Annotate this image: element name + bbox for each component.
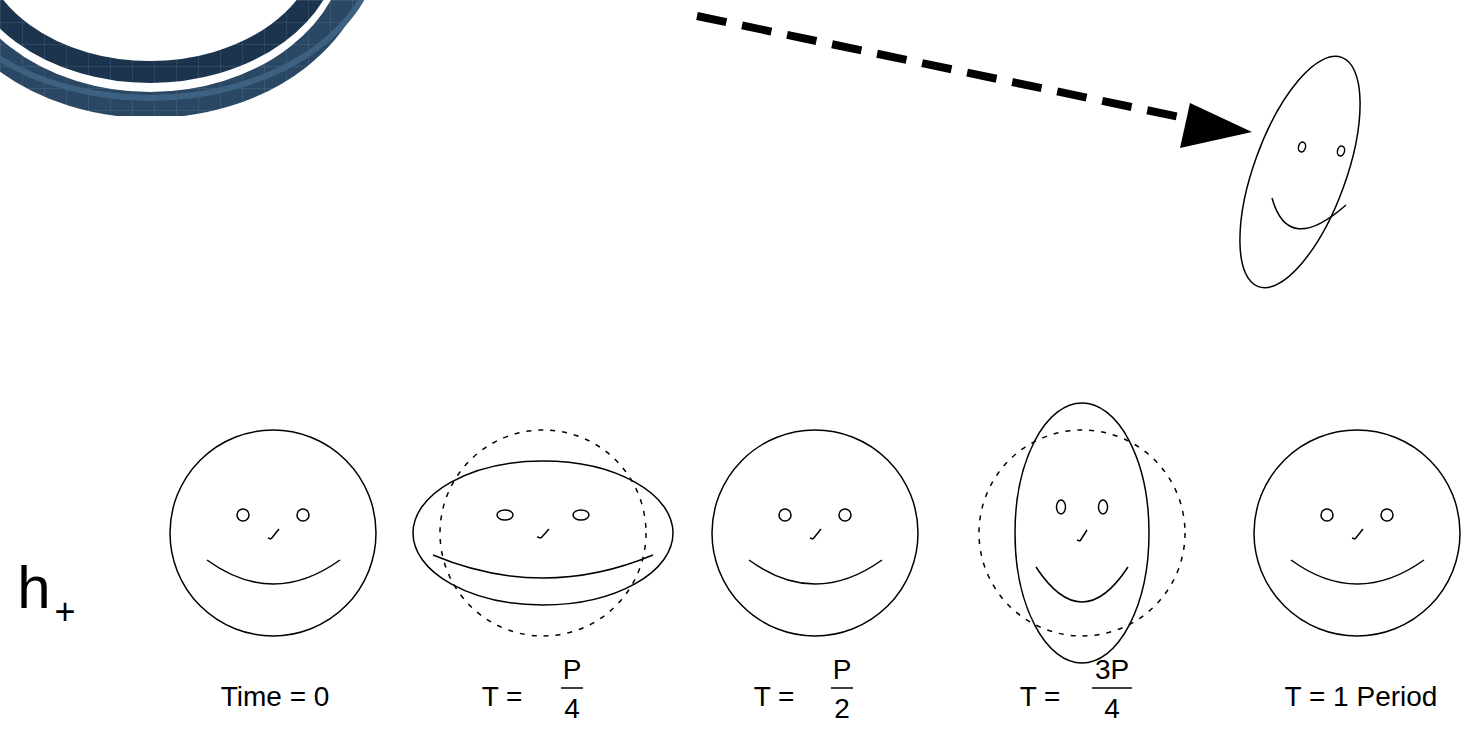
face-stretched-horizontal xyxy=(413,430,673,636)
polarization-subscript: + xyxy=(54,594,75,630)
fraction-numerator: P xyxy=(563,656,582,684)
face-round xyxy=(170,430,376,636)
time-label: Time = 0 xyxy=(221,683,330,711)
fraction-denominator: 4 xyxy=(1104,695,1120,723)
fraction-numerator: P xyxy=(833,656,852,684)
face-round xyxy=(712,430,918,636)
time-label: T = xyxy=(482,683,523,711)
fraction-denominator: 2 xyxy=(834,695,850,723)
distorted-face-features xyxy=(1272,141,1346,229)
face-stretched-vertical xyxy=(979,403,1185,663)
time-label: T = xyxy=(1020,683,1061,711)
polarization-symbol: h xyxy=(17,558,50,618)
fraction-numerator: 3P xyxy=(1095,656,1129,684)
time-label: T = xyxy=(754,683,795,711)
distorted-face xyxy=(1215,42,1385,303)
time-label: T = 1 Period xyxy=(1285,683,1438,711)
dashed-arrow xyxy=(697,16,1252,148)
face-round xyxy=(1254,430,1460,636)
fraction-denominator: 4 xyxy=(564,695,580,723)
spacetime-ripples xyxy=(0,0,366,105)
